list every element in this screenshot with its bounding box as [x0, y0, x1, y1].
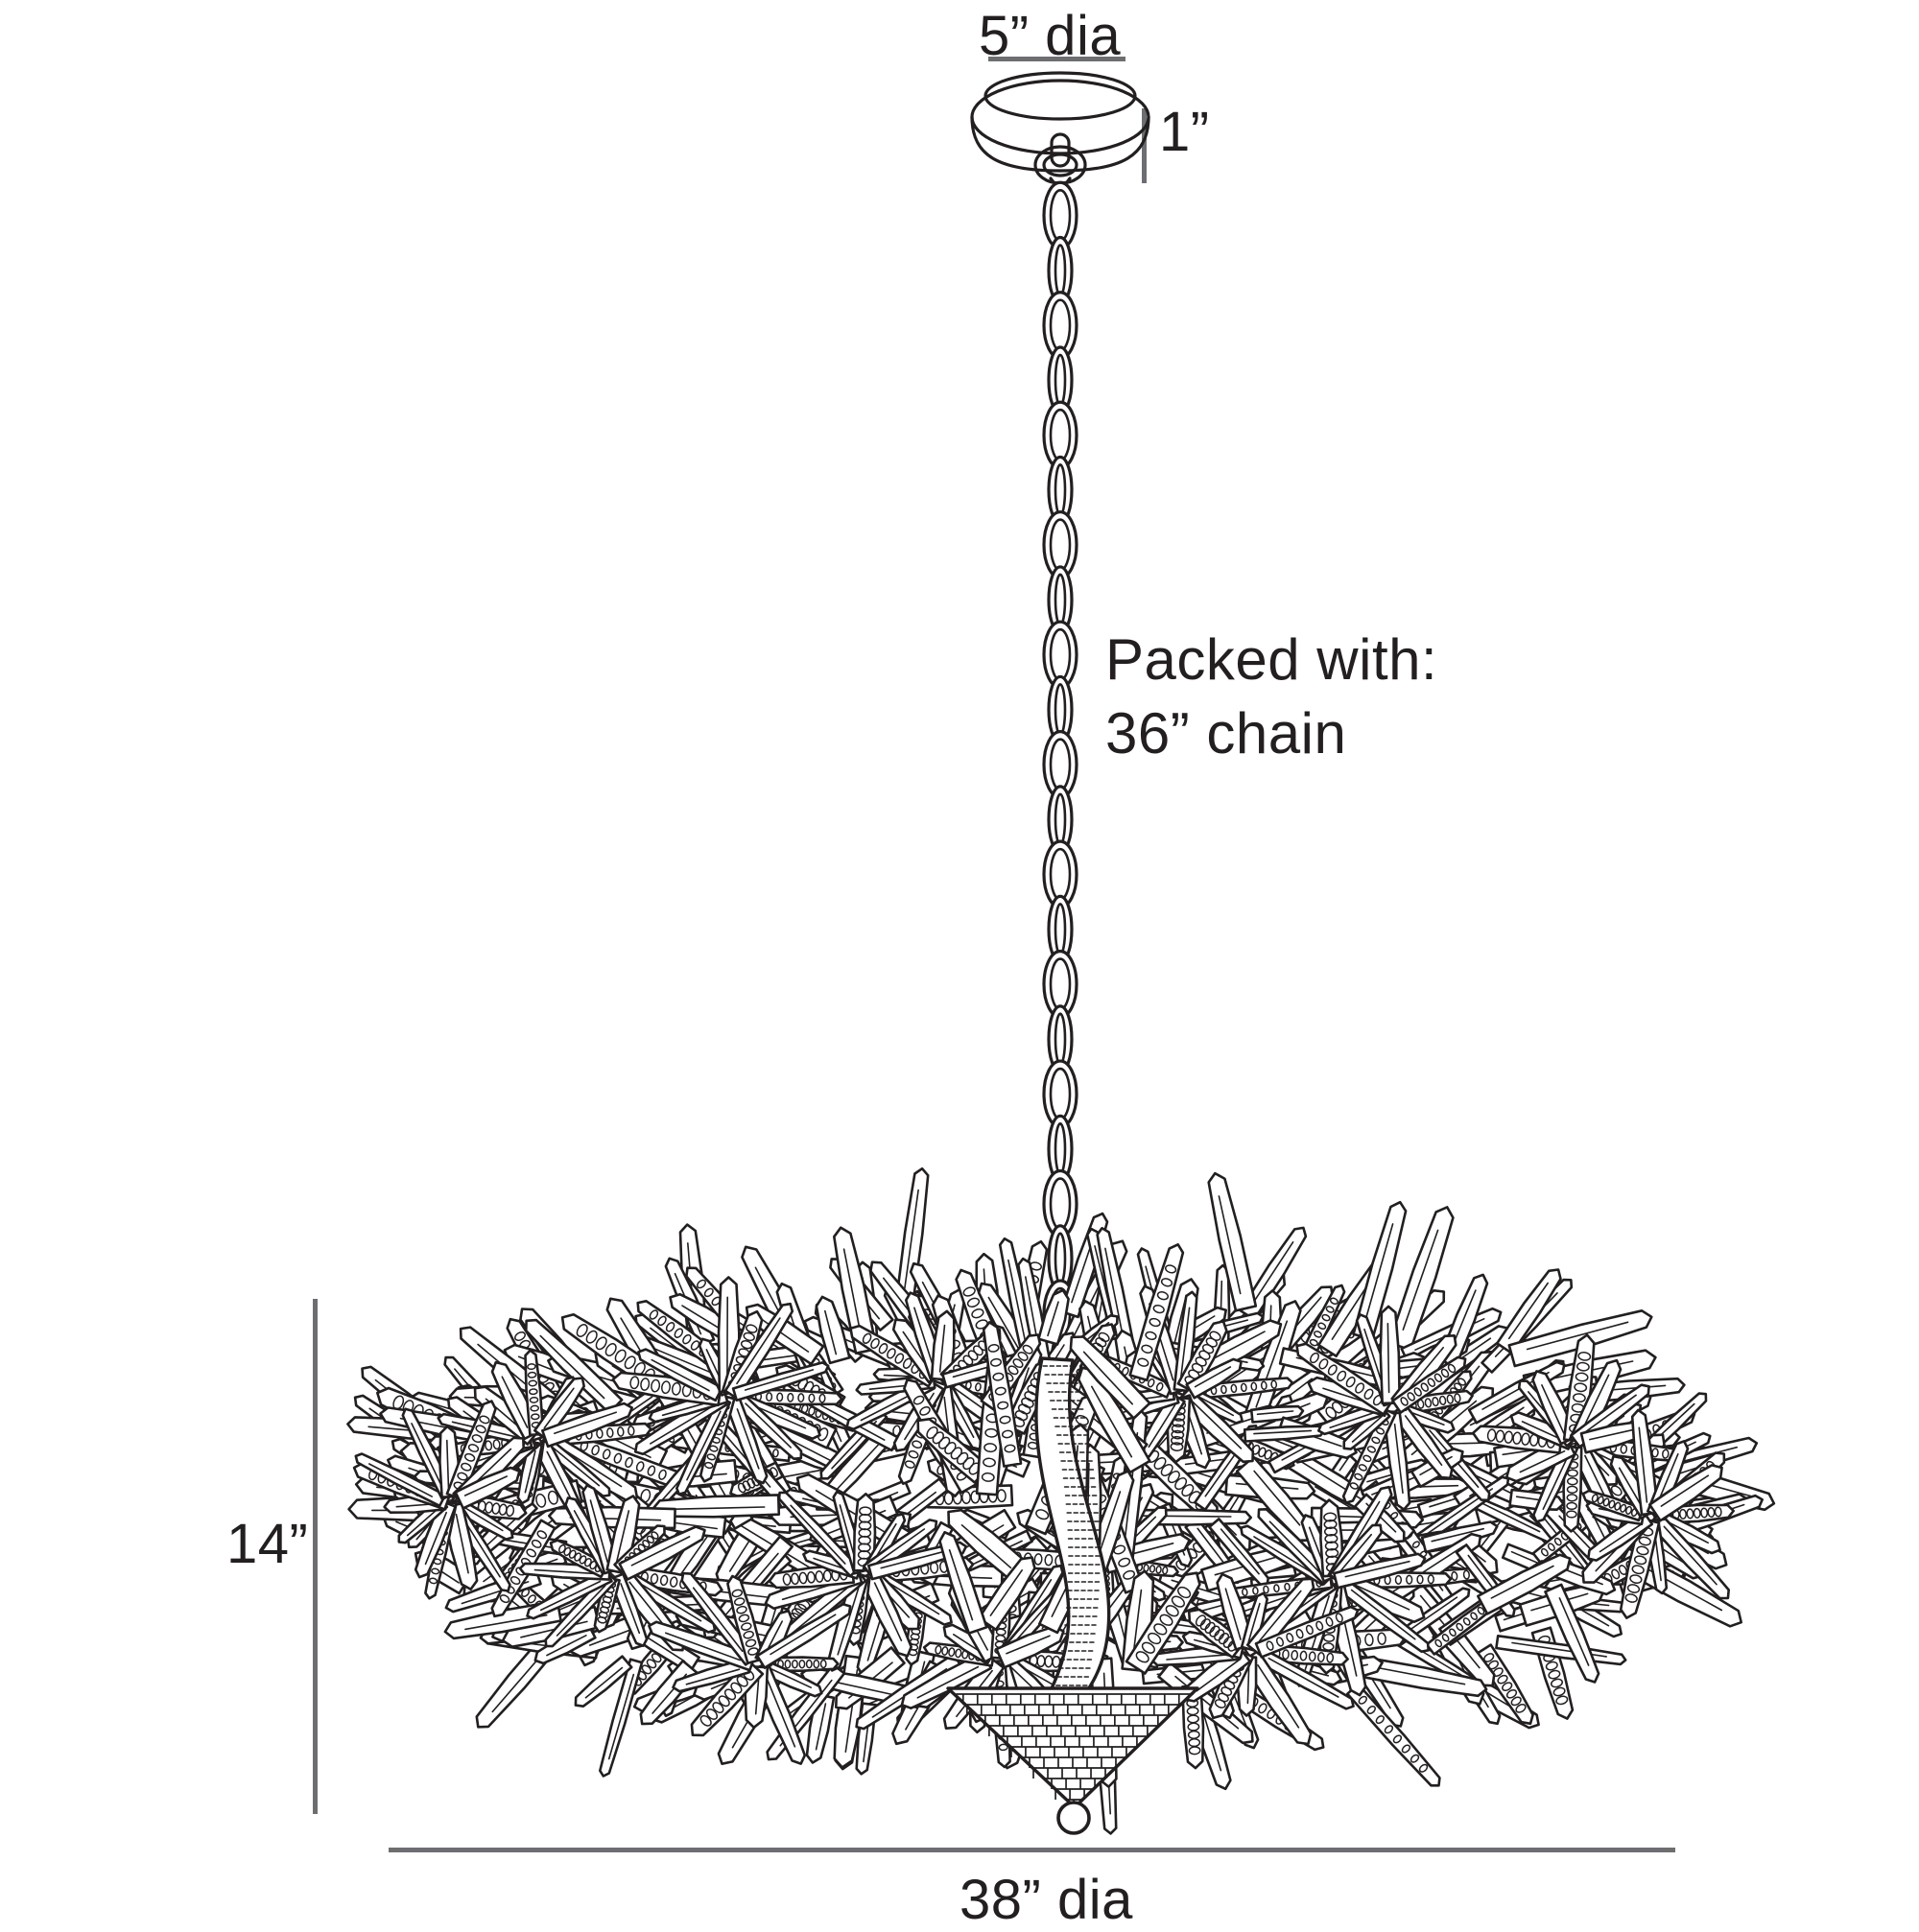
hatched-center-cone-part	[948, 1688, 1197, 1807]
suspension-chain-part	[1044, 182, 1077, 1346]
bottom-ball-finial-part	[1058, 1802, 1089, 1833]
canopy-part	[972, 73, 1149, 171]
